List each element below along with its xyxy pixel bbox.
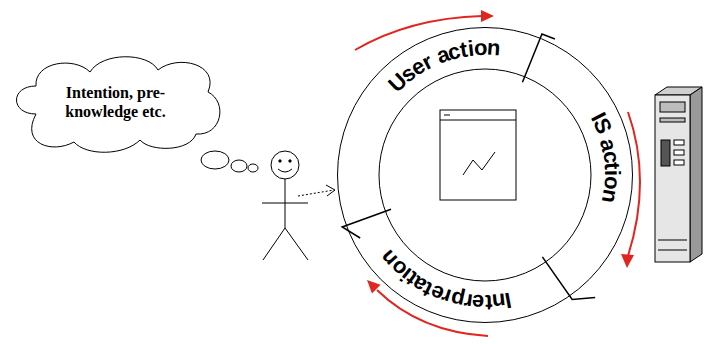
ring-letter: t bbox=[484, 291, 492, 313]
segment-divider bbox=[522, 34, 554, 82]
server-icon bbox=[655, 87, 702, 262]
segment-divider bbox=[342, 209, 391, 238]
thought-bubble bbox=[231, 160, 247, 172]
ring-letter: e bbox=[472, 291, 485, 314]
dotted-arrow bbox=[298, 185, 335, 196]
cycle-ring: User actionIS actionInterpretation bbox=[337, 27, 633, 323]
stick-figure bbox=[262, 151, 308, 260]
segment-divider bbox=[542, 257, 595, 300]
window-icon bbox=[440, 110, 516, 200]
ring-letter: n bbox=[491, 290, 507, 313]
cloud-outline bbox=[8, 52, 223, 152]
ring-outline bbox=[337, 27, 633, 323]
thought-cloud: Intention, pre-knowledge etc. bbox=[8, 52, 223, 152]
thought-bubble bbox=[248, 164, 258, 172]
thought-text: Intention, pre-knowledge etc. bbox=[51, 83, 181, 121]
ring-letter: o bbox=[473, 37, 487, 59]
ring-letter: i bbox=[601, 170, 623, 176]
thought-bubble bbox=[201, 151, 229, 169]
ring-letter: n bbox=[486, 37, 501, 60]
